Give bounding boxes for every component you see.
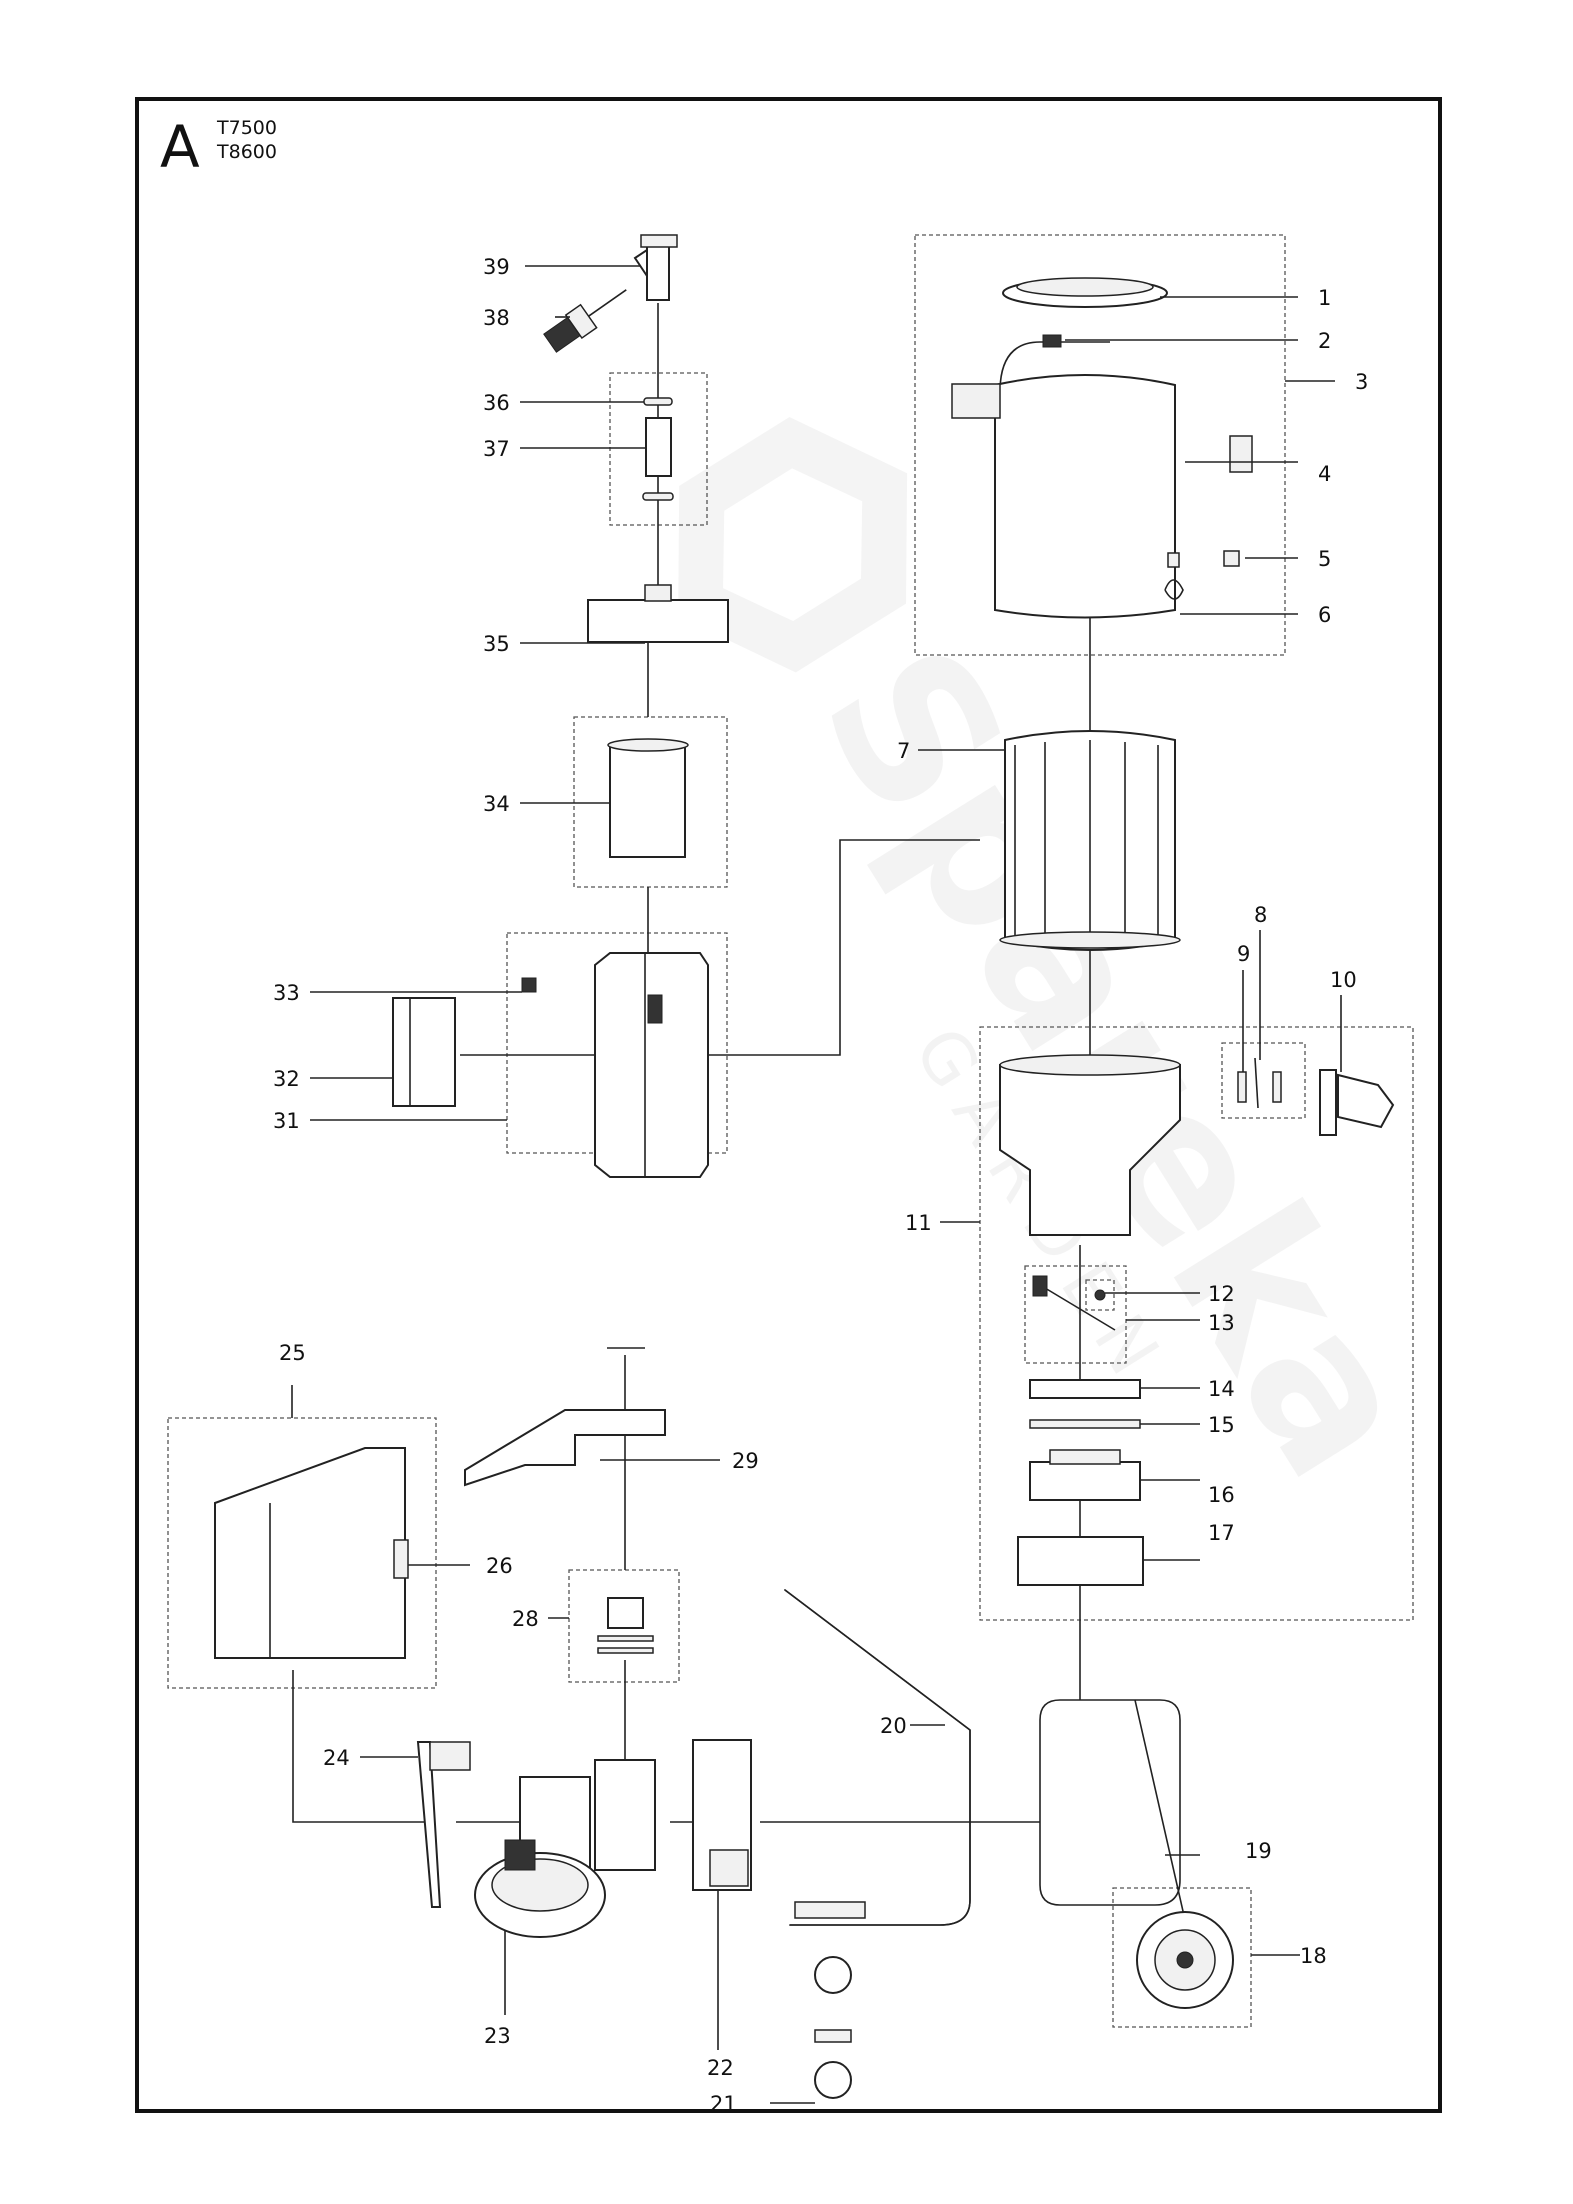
group-box-12-13 <box>1024 1265 1127 1364</box>
part-18-wheel <box>1136 1911 1234 2009</box>
part-15-gasket <box>1029 1419 1141 1429</box>
callout-11: 11 <box>905 1211 932 1235</box>
part-7-pleated-filter <box>999 730 1181 951</box>
part-28-shaft-assembly <box>597 1597 654 1654</box>
callout-34: 34 <box>483 792 510 816</box>
callout-17: 17 <box>1208 1521 1235 1545</box>
callout-21: 21 <box>710 2092 737 2116</box>
part-13-scraper <box>1032 1275 1116 1331</box>
part-23-motor-blower <box>474 1759 656 1938</box>
callout-23: 23 <box>484 2024 511 2048</box>
part-21-castor <box>814 1956 852 2099</box>
callout-1: 1 <box>1318 286 1331 310</box>
callout-2: 2 <box>1318 329 1331 353</box>
callout-labels: 1 2 3 4 5 6 7 8 9 10 11 12 13 14 15 16 1… <box>273 255 1368 2116</box>
group-box-8-9 <box>1221 1042 1306 1119</box>
callout-29: 29 <box>732 1449 759 1473</box>
callout-26: 26 <box>486 1554 513 1578</box>
part-3-tank <box>951 374 1253 619</box>
part-5-plug <box>1223 550 1240 567</box>
part-19-cart-frame <box>1039 1699 1186 1921</box>
part-14-ring <box>1029 1379 1141 1399</box>
part-36-o-ring <box>643 397 673 406</box>
part-24-strap <box>416 1741 471 1908</box>
part-12-screw <box>1094 1289 1106 1301</box>
part-17-bag <box>1017 1536 1144 1586</box>
callout-14: 14 <box>1208 1377 1235 1401</box>
part-25-cover <box>214 1447 406 1659</box>
group-box-34 <box>573 716 728 888</box>
group-box-25 <box>167 1417 437 1689</box>
callout-24: 24 <box>323 1746 350 1770</box>
section-letter: A <box>160 113 200 181</box>
leaf-logo-icon <box>678 417 908 673</box>
part-2-handle <box>999 334 1110 393</box>
callout-5: 5 <box>1318 547 1331 571</box>
model-label: T8600 <box>217 141 277 163</box>
callout-20: 20 <box>880 1714 907 1738</box>
part-22-panel <box>692 1739 752 1891</box>
part-35-motor-cover <box>587 584 729 643</box>
part-31-housing <box>594 952 709 1178</box>
part-1-lid <box>1002 277 1168 308</box>
part-39-switch-housing <box>633 234 678 301</box>
callout-19: 19 <box>1245 1839 1272 1863</box>
group-box-28 <box>568 1569 680 1683</box>
part-32-control-box <box>392 997 456 1107</box>
callout-22: 22 <box>707 2056 734 2080</box>
group-box-11 <box>979 1026 1414 1621</box>
callout-36: 36 <box>483 391 510 415</box>
callout-35: 35 <box>483 632 510 656</box>
part-10-inlet-adapter <box>1319 1069 1395 1136</box>
part-9-clamp <box>1237 1071 1247 1103</box>
model-label: T7500 <box>217 117 277 139</box>
diagram-frame <box>135 97 1442 2113</box>
part-16-collar <box>1029 1449 1141 1501</box>
callout-39: 39 <box>483 255 510 279</box>
group-box-18 <box>1112 1887 1252 2028</box>
callout-10: 10 <box>1330 968 1357 992</box>
callout-32: 32 <box>273 1067 300 1091</box>
part-6-clip <box>1164 579 1184 600</box>
callout-25: 25 <box>279 1341 306 1365</box>
callout-15: 15 <box>1208 1413 1235 1437</box>
callout-28: 28 <box>512 1607 539 1631</box>
callout-37: 37 <box>483 437 510 461</box>
callout-9: 9 <box>1237 942 1250 966</box>
callout-12: 12 <box>1208 1282 1235 1306</box>
callout-3: 3 <box>1355 370 1368 394</box>
callout-8: 8 <box>1254 903 1267 927</box>
part-11-cyclone-body <box>999 1054 1181 1236</box>
part-33-knob <box>521 977 537 993</box>
part-20-handle-frame <box>784 1589 971 1926</box>
callout-18: 18 <box>1300 1944 1327 1968</box>
callout-6: 6 <box>1318 603 1331 627</box>
group-box-tank <box>914 234 1286 656</box>
callout-38: 38 <box>483 306 510 330</box>
part-38-cable-gland <box>543 289 627 353</box>
part-29-bracket <box>464 1347 666 1487</box>
part-37-filter-cartridge <box>642 417 674 501</box>
part-26-latch <box>393 1539 409 1579</box>
callout-16: 16 <box>1208 1483 1235 1507</box>
callout-33: 33 <box>273 981 300 1005</box>
callout-13: 13 <box>1208 1311 1235 1335</box>
connector-lines <box>292 303 1091 1823</box>
part-34-filter-container <box>607 738 689 858</box>
part-8-rod <box>1254 1057 1282 1109</box>
leader-lines <box>291 265 1342 2104</box>
callout-31: 31 <box>273 1109 300 1133</box>
callout-4: 4 <box>1318 462 1331 486</box>
callout-7: 7 <box>897 739 910 763</box>
group-box-12 <box>1085 1279 1115 1311</box>
